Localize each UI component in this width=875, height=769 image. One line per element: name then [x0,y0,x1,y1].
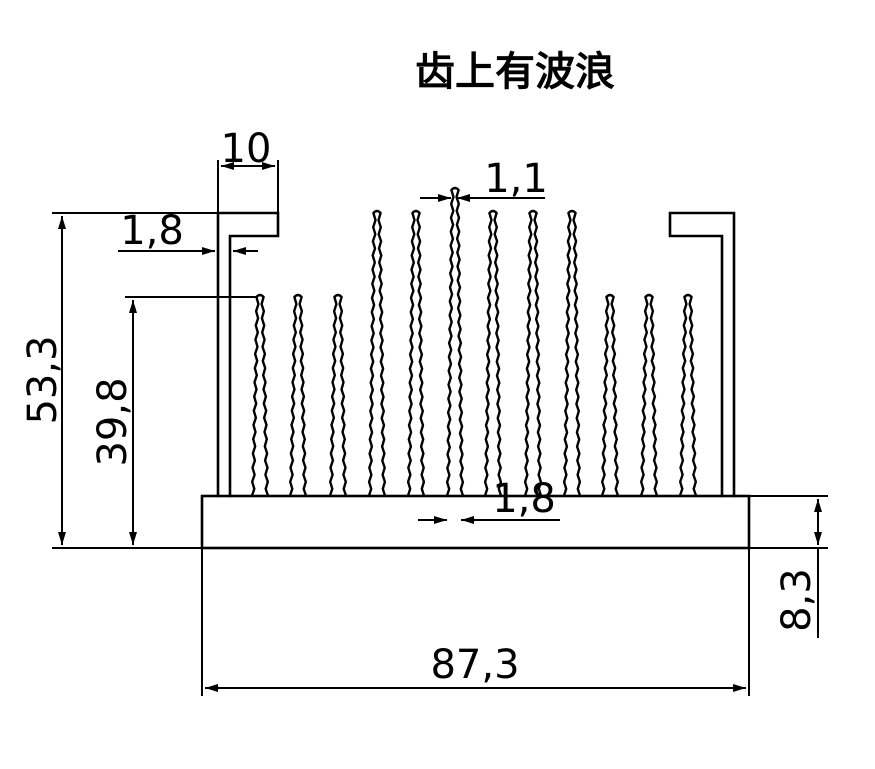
dimension-fin-root-thickness: 1,8 [492,476,556,522]
dimension-flange-width: 10 [221,126,272,172]
wavy-fin [288,293,308,497]
wavy-fin [367,209,387,497]
fin-group [250,186,698,497]
wavy-fin [250,293,270,497]
drawing-title: 齿上有波浪 [415,49,615,95]
dimension-base-height: 8,3 [774,568,820,632]
dimension-total-height: 53,3 [20,335,66,424]
dimension-wall-thickness: 1,8 [120,208,184,254]
wavy-fin [523,209,543,497]
dimension-base-width: 87,3 [430,642,519,688]
wavy-fin [445,186,465,497]
wavy-fin [678,293,698,497]
wavy-fin [328,293,348,497]
right-wall [668,211,736,498]
wavy-fin [600,293,620,497]
wavy-fin [483,209,503,497]
base-plate [200,494,751,550]
dimension-fin-tip-thickness: 1,1 [484,156,548,202]
wavy-fin [639,293,659,497]
wavy-fin [562,209,582,497]
left-wall [216,211,280,498]
dimension-fin-height: 39,8 [90,377,136,466]
wavy-fin [406,209,426,497]
